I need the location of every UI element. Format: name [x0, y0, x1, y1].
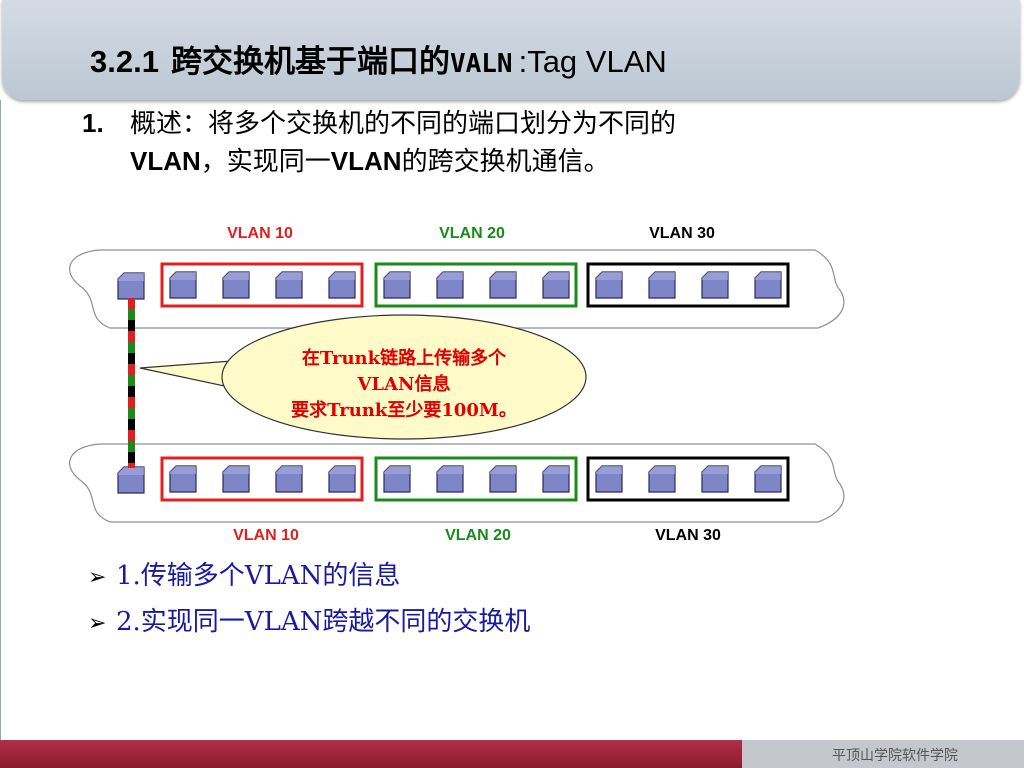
port-highlight — [384, 272, 410, 280]
port-highlight — [170, 272, 196, 280]
point-text-3: 的跨交换机通信。 — [401, 146, 610, 176]
trunk-link-segment — [128, 309, 135, 320]
port-highlight — [329, 272, 355, 280]
bullet-item: ➢ 1.传输多个VLAN的信息 — [88, 556, 530, 602]
callout-join — [250, 350, 280, 390]
trunk-link-segment — [128, 419, 135, 430]
port-highlight — [276, 272, 302, 280]
trunk-link-segment — [128, 298, 135, 309]
trunk-link-segment — [128, 430, 135, 441]
vlan-port-group — [586, 456, 790, 502]
title-text: 跨交换机基于端口的 — [170, 44, 450, 79]
trunk-link-segment — [128, 452, 135, 463]
trunk-link-segment — [128, 463, 135, 468]
callout-text: 在Trunk链路上传输多个 — [302, 347, 507, 369]
vlan-port-group — [374, 262, 578, 308]
trunk-link-segment — [128, 342, 135, 353]
trunk-link-segment — [128, 386, 135, 397]
port-highlight — [755, 272, 781, 280]
port-highlight — [490, 272, 516, 280]
port-highlight — [543, 272, 569, 280]
vlan-port-group — [374, 456, 578, 502]
vlan-label: VLAN 20 — [445, 527, 511, 544]
port-highlight — [223, 272, 249, 280]
footer-text: 平顶山学院软件学院 — [832, 748, 958, 764]
port-highlight — [437, 272, 463, 280]
point-line-1: 概述：将多个交换机的不同的端口划分为不同的 — [130, 108, 677, 138]
trunk-link-segment — [128, 375, 135, 386]
port-highlight — [649, 272, 675, 280]
title-bar — [2, 0, 1020, 100]
port-highlight — [170, 466, 196, 474]
port-highlight — [755, 466, 781, 474]
trunk-link-segment — [128, 320, 135, 331]
bullet-arrow-icon: ➢ — [88, 565, 107, 590]
callout-bubble — [221, 314, 587, 440]
title-valn: VALN — [449, 49, 513, 79]
trunk-link-segment — [128, 397, 135, 408]
vlan-port-group — [160, 262, 364, 308]
footer-bar: 平顶山学院软件学院 — [0, 740, 1024, 768]
port-highlight — [702, 466, 728, 474]
point-line-2: VLAN，实现同一VLAN的跨交换机通信。 — [130, 142, 610, 180]
bullet-arrow-icon: ➢ — [88, 611, 107, 636]
left-border-line — [0, 100, 1, 740]
port-highlight — [702, 272, 728, 280]
trunk-link-segment — [128, 441, 135, 452]
vlan-label: VLAN 30 — [655, 527, 721, 544]
bullet-text: 2.实现同一VLAN跨越不同的交换机 — [116, 607, 531, 637]
port-highlight — [543, 466, 569, 474]
bullet-list: ➢ 1.传输多个VLAN的信息 ➢ 2.实现同一VLAN跨越不同的交换机 — [88, 556, 530, 648]
trunk-link-segment — [128, 353, 135, 364]
port-highlight — [118, 467, 144, 475]
point-vlan-2: VLAN — [330, 146, 402, 176]
point-number: 1. — [82, 108, 104, 138]
port-highlight — [276, 466, 302, 474]
vlan-label: VLAN 30 — [649, 225, 715, 242]
port-highlight — [384, 466, 410, 474]
port-highlight — [329, 466, 355, 474]
port-highlight — [596, 272, 622, 280]
title-number: 3.2.1 — [90, 44, 159, 79]
title-tag: :Tag VLAN — [518, 44, 667, 79]
port-highlight — [596, 466, 622, 474]
vlan-label: VLAN 20 — [439, 225, 505, 242]
trunk-link-segment — [128, 331, 135, 342]
port-highlight — [437, 466, 463, 474]
vlan-label: VLAN 10 — [227, 225, 293, 242]
port-highlight — [490, 466, 516, 474]
point-text-2: ，实现同一 — [200, 146, 331, 176]
port-highlight — [223, 466, 249, 474]
port-highlight — [118, 273, 144, 281]
trunk-link-segment — [128, 364, 135, 375]
vlan-label: VLAN 10 — [233, 527, 299, 544]
callout-text: 要求Trunk至少要100M。 — [291, 399, 517, 421]
point-vlan-1: VLAN — [130, 146, 201, 176]
callout-text: VLAN信息 — [356, 373, 450, 395]
footer-red-band — [0, 740, 742, 768]
footer-gray-band — [742, 740, 1024, 768]
port-highlight — [649, 466, 675, 474]
bullet-item: ➢ 2.实现同一VLAN跨越不同的交换机 — [88, 602, 530, 648]
trunk-diagram: VLAN 10 VLAN 20 VLAN 30 在Trunk链路上传输多个 VLAN信… — [69, 225, 845, 544]
bullet-text: 1.传输多个VLAN的信息 — [116, 561, 401, 591]
trunk-link-segment — [128, 408, 135, 419]
vlan-port-group — [586, 262, 790, 308]
slide-title: 3.2.1 跨交换机基于端口的VALN:Tag VLAN — [90, 36, 667, 81]
vlan-port-group — [160, 456, 364, 502]
